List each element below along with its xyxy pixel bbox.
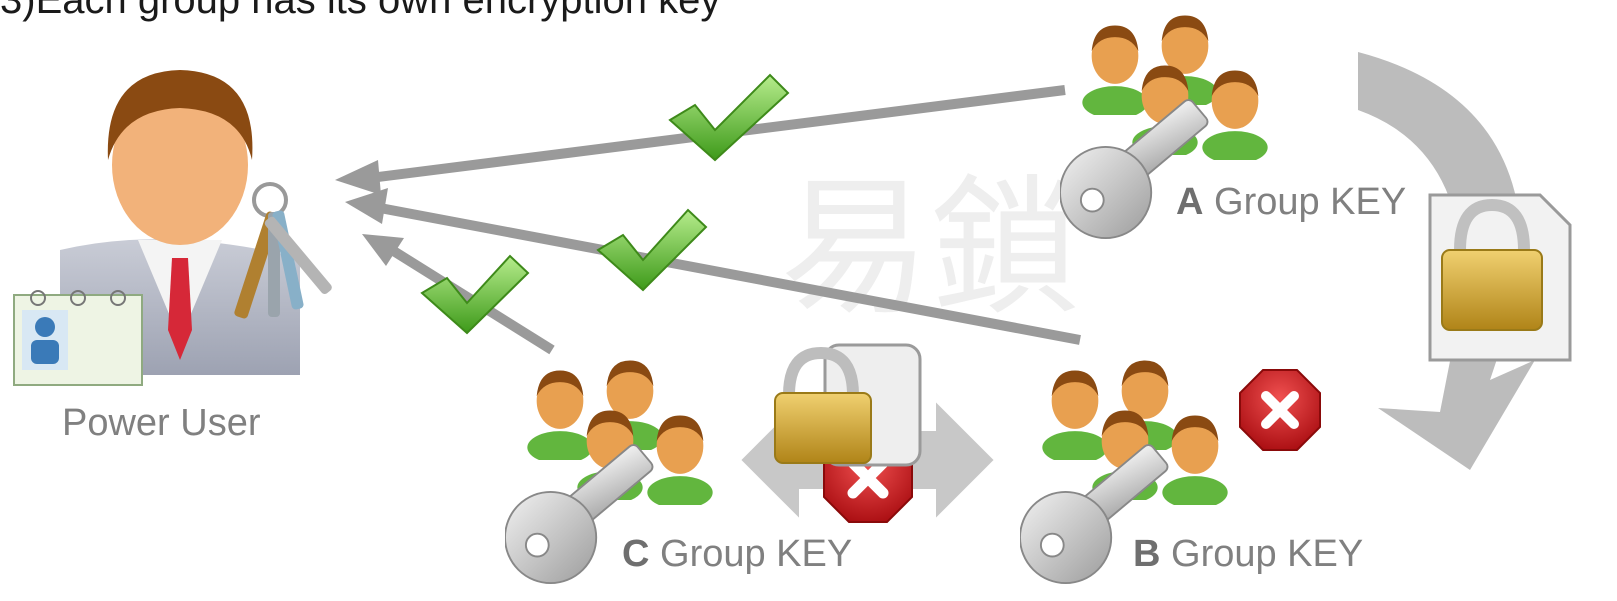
power-user-avatar bbox=[13, 70, 332, 386]
group-c-text: Group KEY bbox=[660, 533, 853, 575]
id-badge-icon bbox=[13, 290, 143, 386]
check-icon bbox=[420, 254, 530, 335]
arrowhead-c bbox=[362, 234, 404, 266]
group-a-text: Group KEY bbox=[1214, 181, 1407, 223]
page-title: 3)Each group has its own encryption key bbox=[0, 0, 721, 22]
arrow-b-to-user bbox=[379, 203, 1081, 345]
check-icon bbox=[596, 208, 708, 292]
lock-document-icon bbox=[774, 343, 922, 467]
encrypted-document-icon bbox=[1428, 193, 1572, 362]
key-ring-icon bbox=[234, 182, 332, 319]
curved-arrow-a-to-b bbox=[1358, 52, 1535, 470]
check-icon bbox=[668, 73, 790, 162]
group-c-letter: C bbox=[622, 533, 650, 575]
deny-icon bbox=[1239, 369, 1321, 451]
group-b-letter: B bbox=[1133, 533, 1161, 575]
arrowhead-b bbox=[345, 188, 388, 224]
group-b-text: Group KEY bbox=[1171, 533, 1364, 575]
group-a-letter: A bbox=[1176, 181, 1204, 223]
arrowhead-a bbox=[335, 160, 381, 195]
power-user-label: Power User bbox=[62, 402, 261, 444]
group-b-label: B Group KEY bbox=[1133, 533, 1363, 576]
group-a-label: A Group KEY bbox=[1176, 181, 1406, 224]
group-c-label: C Group KEY bbox=[622, 533, 852, 576]
